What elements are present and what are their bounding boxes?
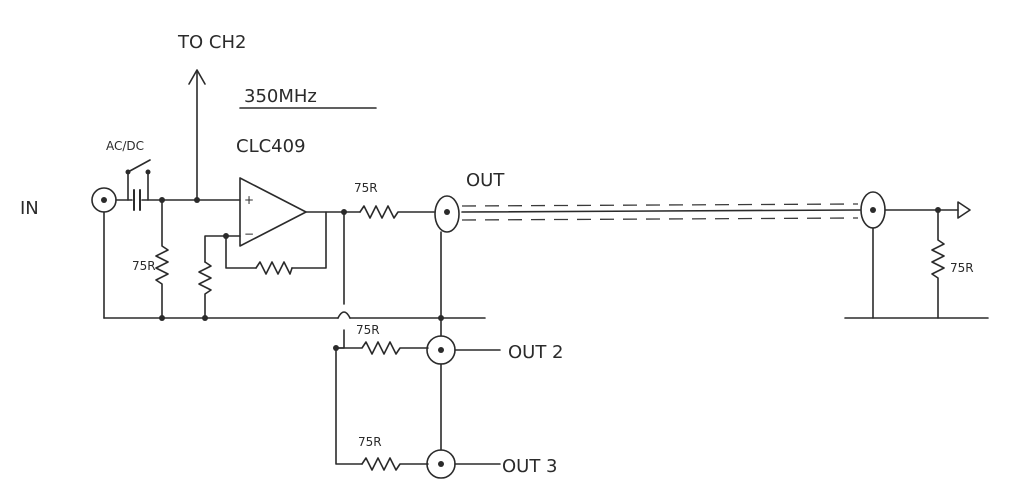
opamp-part-label: CLC409: [236, 136, 306, 157]
far-end-bnc-connector: [860, 191, 886, 229]
out2-bnc-connector: [426, 335, 456, 365]
out-bnc-connector: [434, 195, 460, 233]
to-ch2-label: TO CH2: [177, 32, 246, 53]
series-resistor-out2: [335, 341, 429, 355]
feedback-resistor: [255, 261, 293, 275]
gain-resistor: [198, 261, 212, 319]
wire-inverting-input: [204, 235, 241, 263]
feedback-wire: [225, 211, 327, 269]
junction-input-ground: [159, 315, 165, 321]
input-label: IN: [20, 198, 39, 219]
input-resistor-label: 75R: [132, 259, 156, 273]
input-resistor-75r: [155, 199, 169, 319]
junction-ground-out: [438, 315, 444, 321]
ac-dc-switch-label: AC/DC: [106, 139, 144, 153]
distribution-bus: [335, 211, 363, 465]
junction-gain-ground: [202, 315, 208, 321]
out3-label: OUT 3: [502, 456, 558, 477]
series-resistor-out3: [361, 457, 429, 471]
input-bnc-connector: [91, 187, 117, 213]
out-label: OUT: [466, 170, 505, 191]
ground-crossover-hop: [337, 311, 351, 319]
out2-label: OUT 2: [508, 342, 564, 363]
coupling-capacitor: [133, 189, 141, 211]
series-resistor-out: [359, 205, 435, 219]
coax-cable: [461, 203, 859, 221]
termination-resistor: [931, 209, 945, 319]
series-resistor-out2-label: 75R: [356, 323, 380, 337]
series-resistor-out3-label: 75R: [358, 435, 382, 449]
opamp-triangle: [239, 177, 307, 247]
coax-center-line: [461, 209, 861, 213]
termination-resistor-label: 75R: [950, 261, 974, 275]
opamp-plus-sign: +: [244, 193, 254, 207]
opamp-minus-sign: −: [244, 227, 254, 241]
series-resistor-out-label: 75R: [354, 181, 378, 195]
ac-dc-switch: [125, 159, 151, 201]
out3-bnc-connector: [426, 449, 456, 479]
arrow-up-icon: [188, 69, 206, 85]
output-arrow-icon: [957, 201, 971, 219]
bandwidth-label: 350MHz: [244, 86, 317, 107]
